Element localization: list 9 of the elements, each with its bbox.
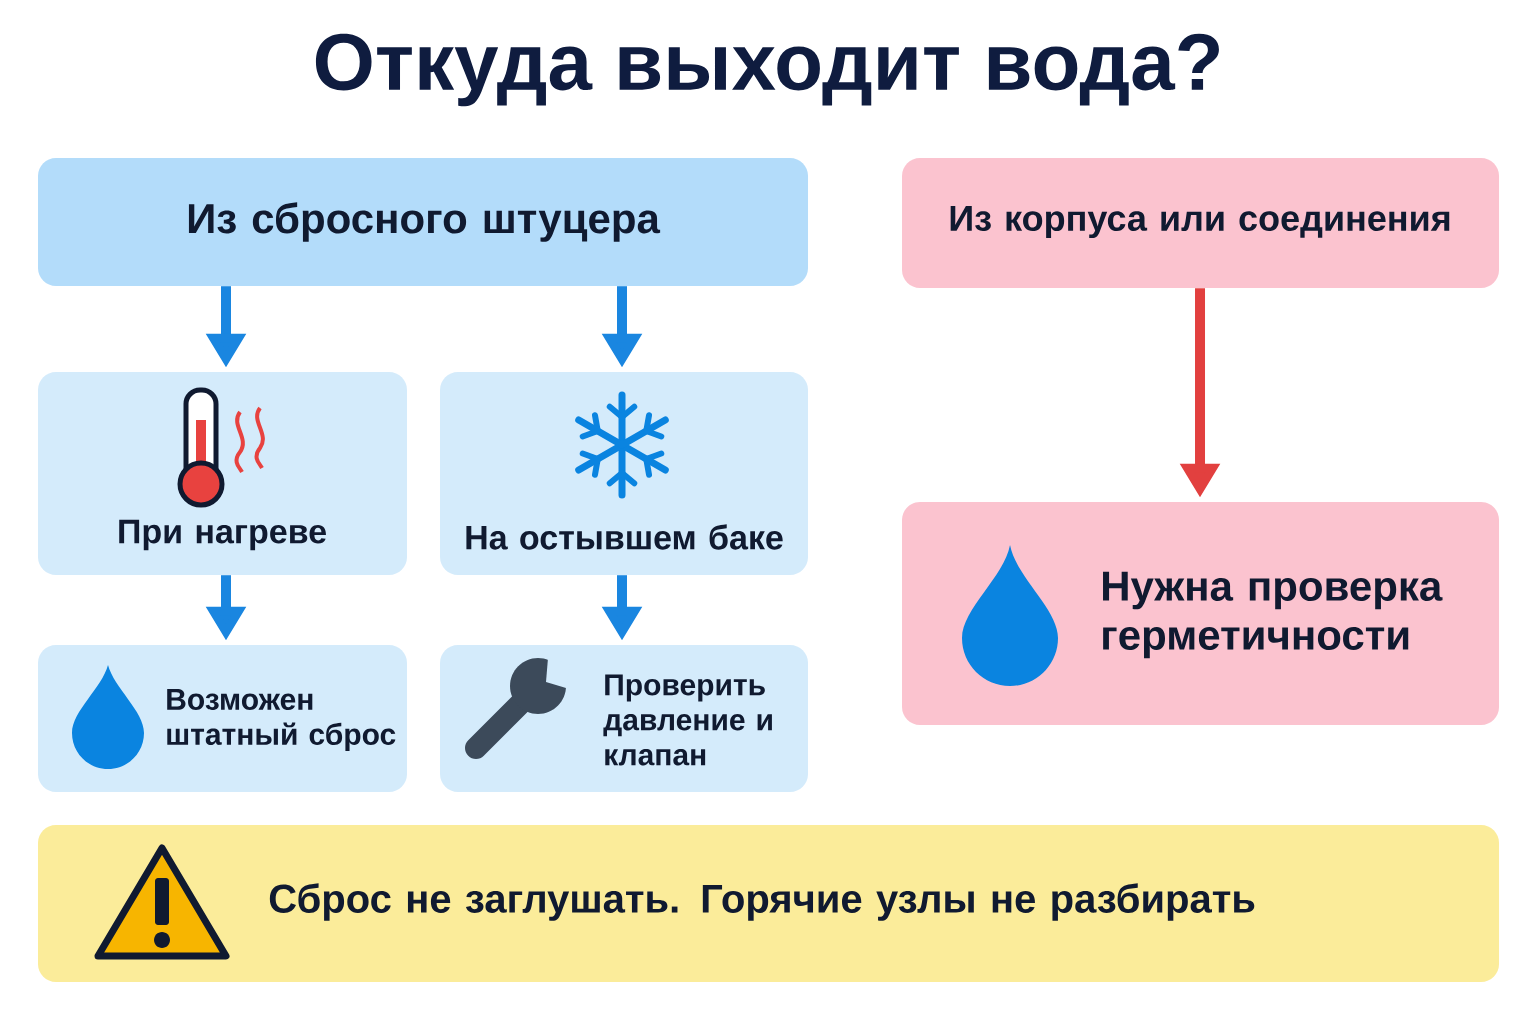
info-box: На остывшем баке (440, 372, 808, 575)
info-box: Проверить давление и клапан (440, 645, 808, 792)
title: Откуда выходит вода? (315, 33, 1219, 107)
info-box: Возможен штатный сброс (38, 645, 407, 792)
info-box: Из сбросного штуцера (38, 158, 808, 286)
info-box: Из корпуса или соединения (902, 158, 1499, 288)
info-box: Нужна проверка герметичности (902, 502, 1499, 725)
info-box: При нагреве (38, 372, 407, 575)
info-box: Сброс не заглушать. Горячие узлы не разбирать (38, 825, 1500, 982)
